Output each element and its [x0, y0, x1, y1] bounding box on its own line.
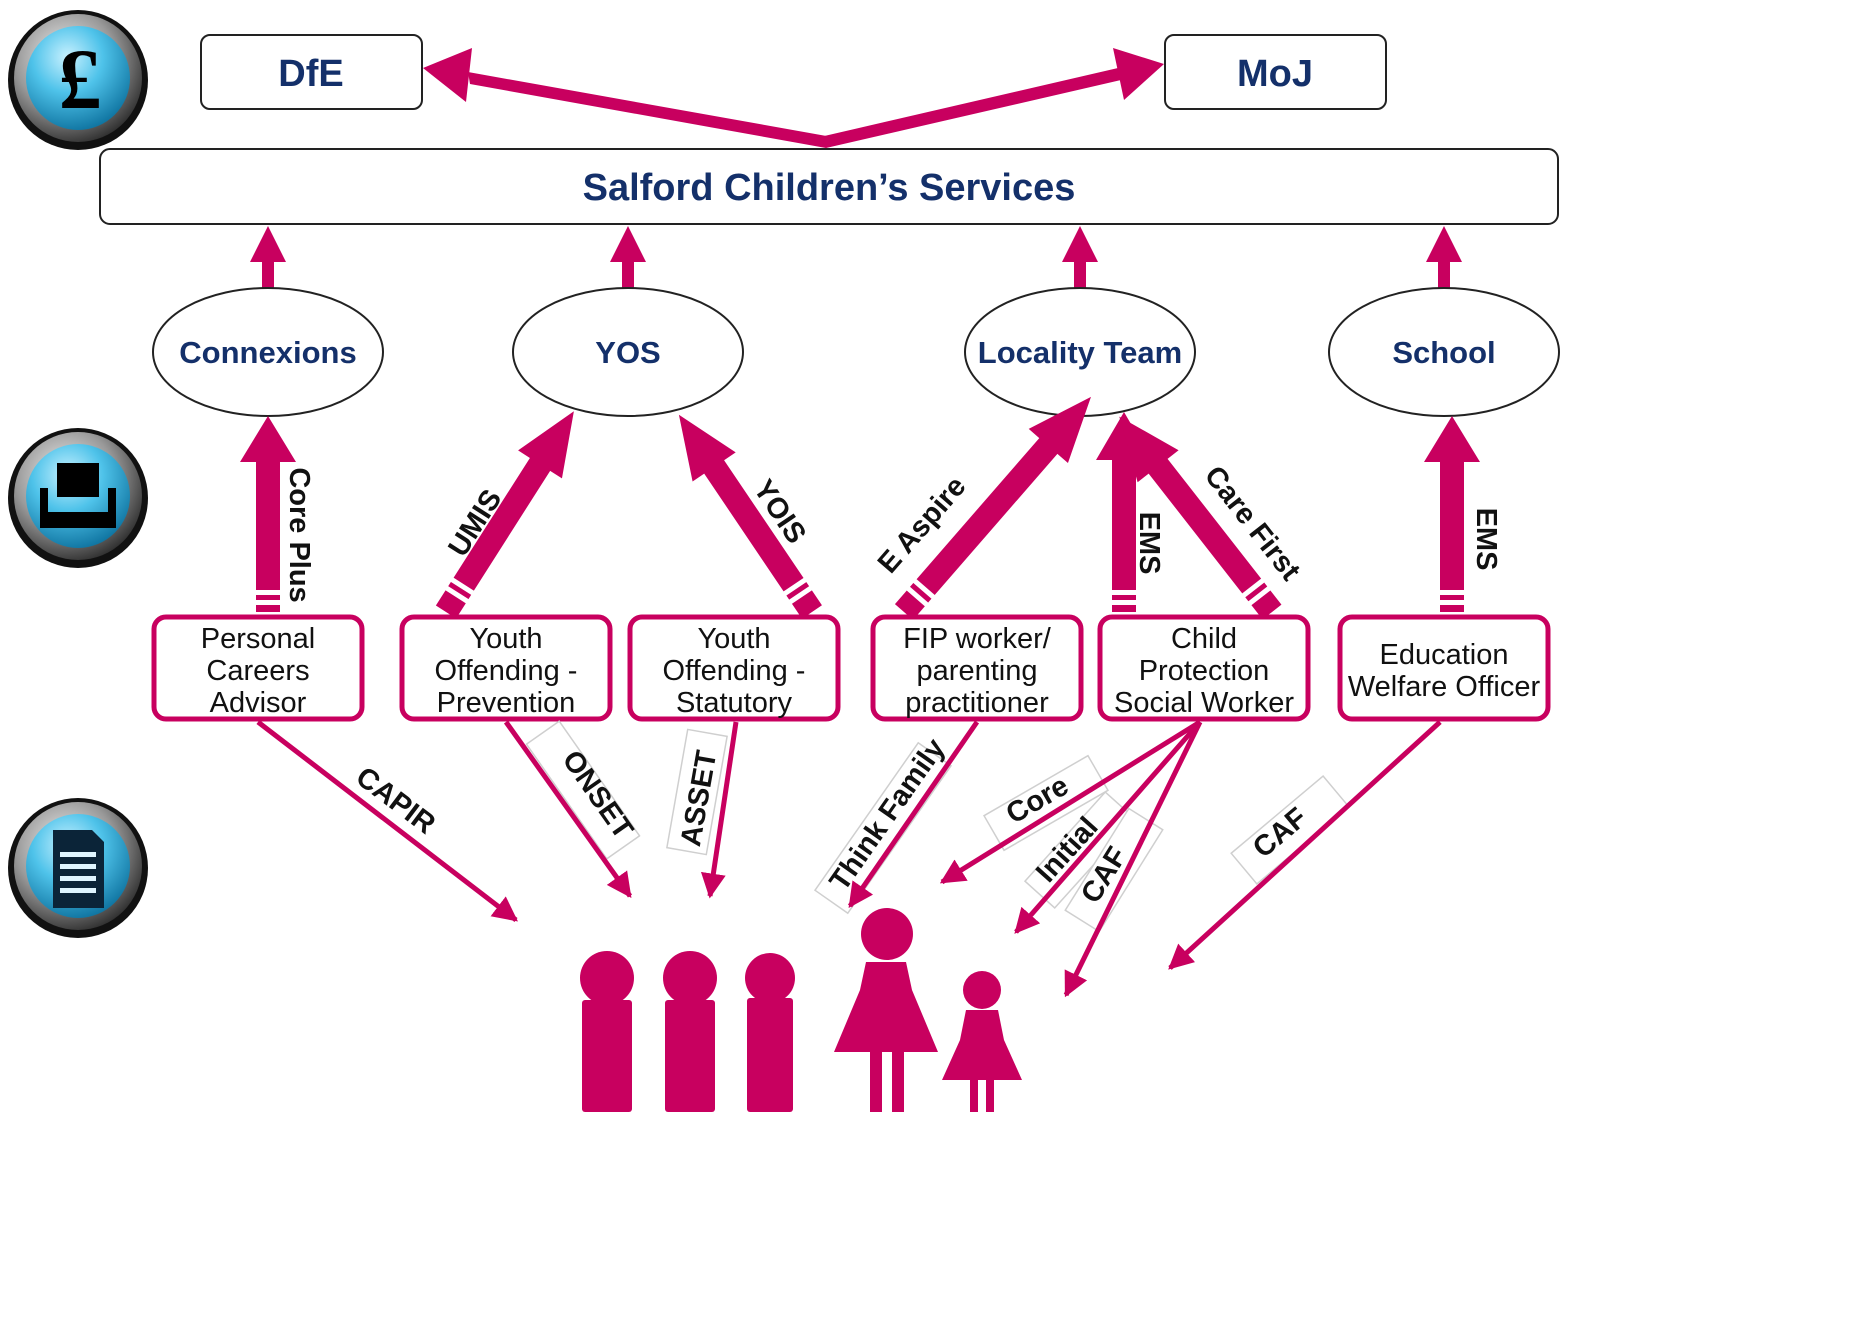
arrow-care-first: [1119, 416, 1282, 620]
arrow-locality-up: [1062, 226, 1098, 288]
arrow-think-family: [847, 720, 980, 909]
locality-label: Locality Team: [978, 335, 1182, 370]
arrow-yos-up: [610, 226, 646, 288]
ems-locality-label: EMS: [1133, 512, 1165, 575]
arrowhead-dfe: [423, 48, 472, 102]
family-figures: [580, 908, 1022, 1112]
arrow-ems-school: [1424, 416, 1480, 612]
core-plus-label: Core Plus: [283, 467, 315, 602]
practitioner-education-welfare-officer: Education Welfare Officer: [1337, 614, 1551, 722]
arrow-yois: [678, 414, 822, 619]
fip-line-2: parenting: [917, 655, 1038, 687]
practitioner-youth-offending-prevention: Youth Offending - Prevention: [399, 614, 613, 722]
person-figure-1: [580, 951, 634, 1112]
document-icon: [8, 798, 148, 938]
arrow-umis: [435, 411, 574, 619]
arrow-onset: [503, 720, 633, 899]
careers-line-3: Advisor: [210, 687, 307, 719]
ems-school-label: EMS: [1470, 508, 1502, 571]
dfe-box: DfE: [200, 34, 423, 110]
assessment-arrows: [256, 719, 1442, 998]
moj-box: MoJ: [1164, 34, 1387, 110]
fip-line-3: practitioner: [905, 687, 1049, 719]
statutory-line-2: Offending -: [663, 655, 806, 687]
arrow-asset: [700, 721, 739, 899]
agency-connexions: Connexions: [152, 287, 384, 417]
cpsw-line-2: Protection: [1139, 655, 1270, 687]
cpsw-line-3: Social Worker: [1114, 687, 1294, 719]
childrens-services-box: Salford Children’s Services: [99, 148, 1559, 225]
ewo-line-2: Welfare Officer: [1348, 671, 1541, 703]
school-label: School: [1392, 335, 1495, 370]
arrow-core-plus: [240, 416, 296, 612]
ewo-line-1: Education: [1380, 639, 1509, 671]
moj-label: MoJ: [1237, 53, 1313, 95]
inbox-tray-icon: [8, 428, 148, 568]
practitioner-youth-offending-statutory: Youth Offending - Statutory: [627, 614, 841, 722]
services-title: Salford Children’s Services: [583, 167, 1076, 209]
yos-label: YOS: [595, 335, 660, 370]
careers-line-1: Personal: [201, 623, 315, 655]
practitioner-child-protection-social-worker: Child Protection Social Worker: [1097, 614, 1311, 722]
system-arrows: [240, 396, 1480, 620]
arrow-caf-ewo: [1168, 720, 1442, 970]
pound-icon: £: [8, 10, 148, 150]
practitioner-careers-advisor: Personal Careers Advisor: [151, 614, 365, 722]
funding-arrows: [423, 48, 1164, 148]
woman-figure: [834, 908, 938, 1112]
careers-line-2: Careers: [206, 655, 309, 687]
assessment-label-boxes: [525, 720, 1350, 933]
statutory-line-1: Youth: [697, 623, 770, 655]
arrow-connexions-up: [250, 226, 286, 288]
agency-locality-team: Locality Team: [964, 287, 1196, 417]
arrowhead-moj: [1113, 48, 1164, 100]
arrow-school-up: [1426, 226, 1462, 288]
arrow-to-moj: [820, 68, 1121, 148]
prevention-line-2: Offending -: [435, 655, 578, 687]
arrow-initial: [1014, 720, 1202, 934]
statutory-line-3: Statutory: [676, 687, 793, 719]
connexions-label: Connexions: [179, 335, 356, 370]
dfe-label: DfE: [278, 53, 343, 95]
cpsw-line-1: Child: [1171, 623, 1237, 655]
prevention-line-3: Prevention: [437, 687, 576, 719]
practitioner-fip-worker: FIP worker/ parenting practitioner: [870, 614, 1084, 722]
arrow-to-dfe: [468, 72, 832, 148]
agency-arrows: [250, 226, 1462, 288]
prevention-line-1: Youth: [469, 623, 542, 655]
arrow-e-aspire: [894, 396, 1091, 620]
arrow-capir: [256, 720, 518, 922]
pound-glyph: £: [59, 31, 102, 127]
girl-figure: [942, 971, 1022, 1112]
arrow-ems-locality: [1096, 412, 1152, 612]
person-figure-2: [663, 951, 717, 1112]
think-family-label: Think Family: [824, 733, 952, 897]
agency-yos: YOS: [512, 287, 744, 417]
arrow-caf-cpsw: [1063, 720, 1203, 998]
person-figure-3: [745, 953, 795, 1112]
agency-school: School: [1328, 287, 1560, 417]
arrow-core: [939, 719, 1202, 885]
fip-line-1: FIP worker/: [903, 623, 1052, 655]
